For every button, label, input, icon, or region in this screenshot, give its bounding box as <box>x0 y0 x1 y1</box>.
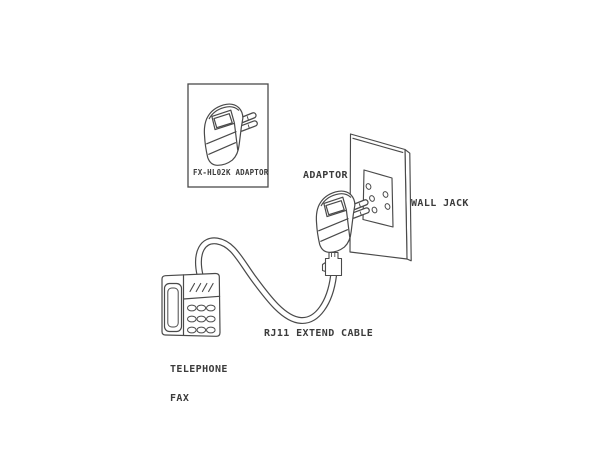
rj11-cable-label: RJ11 EXTEND CABLE <box>264 328 374 339</box>
adaptor-label: ADAPTOR <box>303 170 348 181</box>
wall-jack-illustration <box>349 133 412 262</box>
inset-adaptor-label: FX-HL02K ADAPTOR <box>193 168 269 177</box>
fax-label: FAX <box>170 392 190 404</box>
telephone-fax-label: TELEPHONE FAX <box>170 346 228 422</box>
telephone-label: TELEPHONE <box>170 364 228 375</box>
telephone-illustration <box>161 272 221 337</box>
speaker-slashes <box>189 282 214 293</box>
inset-box <box>187 83 269 188</box>
rj11-plug-illustration <box>321 251 343 277</box>
wall-jack-label: WALL JACK <box>411 198 469 209</box>
socket-holes <box>365 183 391 214</box>
extend-cable-illustration <box>195 237 337 324</box>
keypad-buttons <box>187 304 216 334</box>
